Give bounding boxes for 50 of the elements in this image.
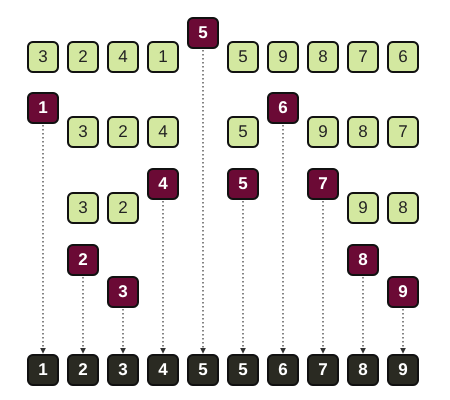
sorted-tile: 4 — [147, 354, 179, 386]
number-tile: 3 — [67, 116, 99, 148]
sorted-tile: 6 — [267, 354, 299, 386]
dotted-arrow — [240, 201, 246, 354]
dotted-arrow — [120, 309, 126, 354]
sorted-tile: 2 — [67, 354, 99, 386]
number-tile: 5 — [227, 116, 259, 148]
pivot-tile: 7 — [307, 168, 339, 200]
sorted-tile: 8 — [347, 354, 379, 386]
number-tile: 8 — [387, 192, 419, 224]
number-tile: 3 — [67, 192, 99, 224]
number-tile: 3 — [27, 41, 59, 73]
number-tile: 8 — [347, 116, 379, 148]
number-tile: 1 — [147, 41, 179, 73]
dotted-arrow — [400, 309, 406, 354]
sorted-tile: 5 — [227, 354, 259, 386]
dotted-arrow — [80, 277, 86, 354]
sorted-tile: 9 — [387, 354, 419, 386]
number-tile: 9 — [347, 192, 379, 224]
number-tile: 7 — [347, 41, 379, 73]
pivot-tile: 2 — [67, 244, 99, 276]
sorted-tile: 5 — [187, 354, 219, 386]
number-tile: 2 — [107, 192, 139, 224]
sorted-tile: 7 — [307, 354, 339, 386]
number-tile: 8 — [307, 41, 339, 73]
number-tile: 5 — [227, 41, 259, 73]
pivot-tile: 8 — [347, 244, 379, 276]
number-tile: 6 — [387, 41, 419, 73]
number-tile: 2 — [107, 116, 139, 148]
pivot-tile: 4 — [147, 168, 179, 200]
number-tile: 9 — [307, 116, 339, 148]
number-tile: 4 — [107, 41, 139, 73]
dotted-arrow — [200, 50, 206, 354]
sorted-tile: 3 — [107, 354, 139, 386]
number-tile: 9 — [267, 41, 299, 73]
dotted-arrow — [40, 125, 46, 354]
pivot-tile: 6 — [267, 92, 299, 124]
number-tile: 4 — [147, 116, 179, 148]
dotted-arrow — [320, 201, 326, 354]
number-tile: 7 — [387, 116, 419, 148]
pivot-tile: 9 — [387, 276, 419, 308]
dotted-arrow — [280, 125, 286, 354]
number-tile: 2 — [67, 41, 99, 73]
dotted-arrow — [360, 277, 366, 354]
pivot-tile: 3 — [107, 276, 139, 308]
dotted-arrow — [160, 201, 166, 354]
pivot-tile: 5 — [187, 17, 219, 49]
pivot-tile: 5 — [227, 168, 259, 200]
pivot-tile: 1 — [27, 92, 59, 124]
sorted-tile: 1 — [27, 354, 59, 386]
